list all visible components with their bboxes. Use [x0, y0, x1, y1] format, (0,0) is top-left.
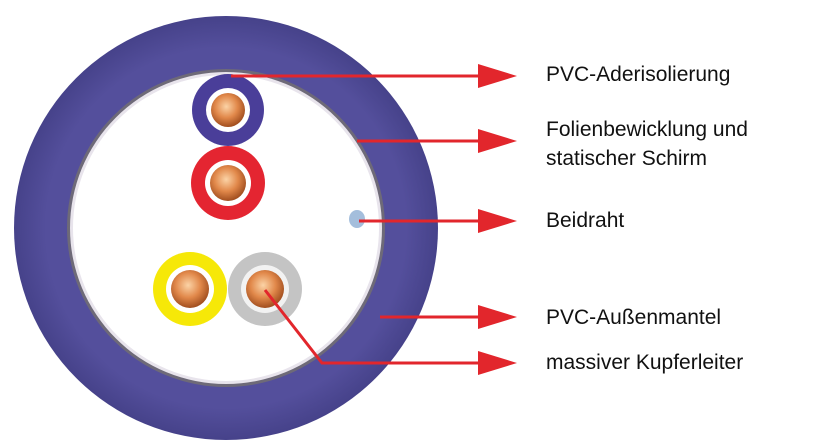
arrow-foil-shield — [357, 129, 517, 153]
arrow-drain-wire — [359, 209, 517, 233]
arrow-pvc-outer-jacket — [380, 305, 517, 329]
core-red — [191, 146, 265, 220]
label-solid-copper-conductor: massiver Kupferleiter — [546, 351, 744, 374]
arrow-pvc-core-insulation — [231, 64, 517, 88]
label-pvc-core-insulation: PVC-Aderisolierung — [546, 63, 731, 86]
label-foil-wrap-line2: statischer Schirm — [546, 147, 708, 170]
inner-filler — [73, 75, 379, 381]
arrow-copper-conductor — [263, 289, 517, 375]
label-drain-wire: Beidraht — [546, 209, 625, 232]
drain-wire — [349, 210, 365, 228]
core-yellow — [153, 252, 227, 326]
label-foil-wrap-line1: Folienbewicklung und — [546, 118, 748, 141]
core-blue — [192, 74, 264, 146]
core-gray — [228, 252, 302, 326]
label-pvc-outer-jacket: PVC-Außenmantel — [546, 306, 722, 329]
